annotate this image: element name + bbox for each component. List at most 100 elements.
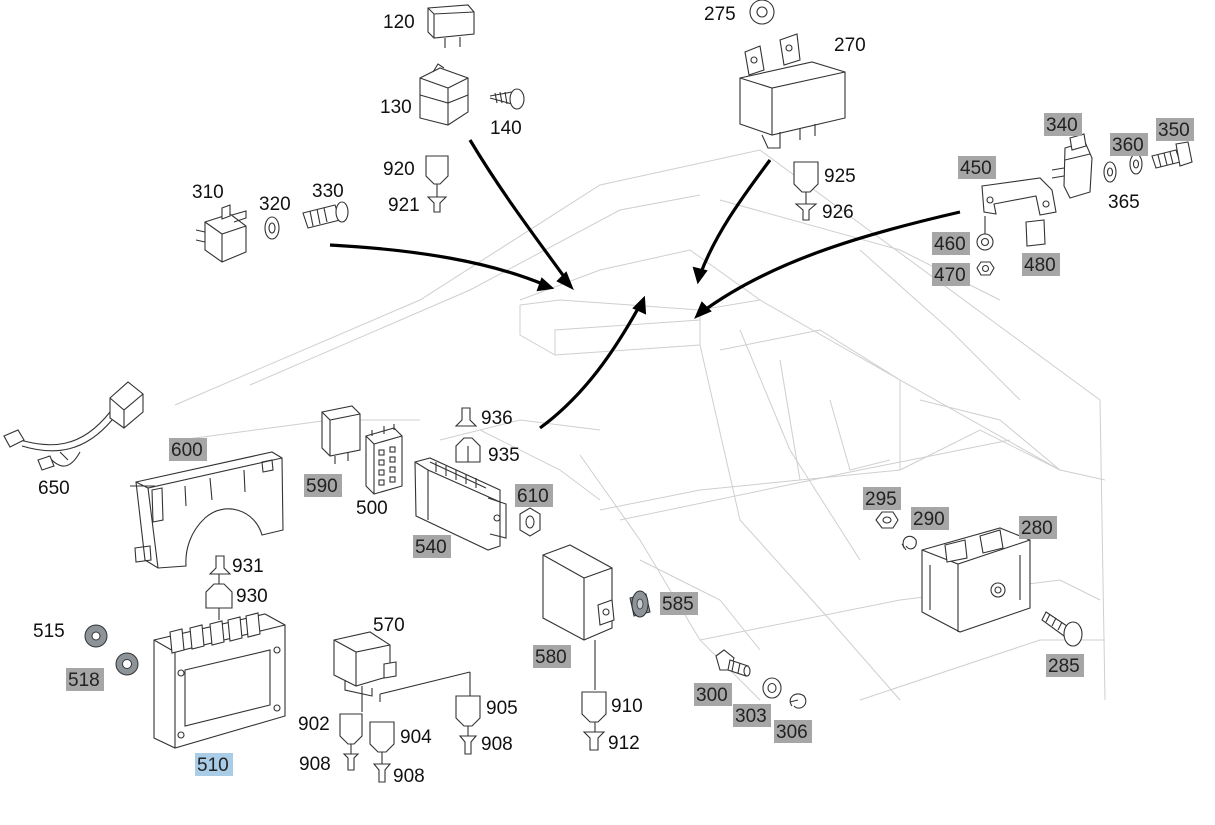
connector-930-drawing: [205, 583, 233, 620]
callout-285[interactable]: 285: [1046, 654, 1084, 677]
callout-280[interactable]: 280: [1019, 516, 1057, 539]
relay-socket-130-drawing: [419, 63, 469, 126]
callout-926[interactable]: 926: [822, 202, 854, 223]
callout-908b[interactable]: 908: [393, 766, 425, 787]
control-unit-580-drawing: [542, 544, 615, 690]
callout-label: 500: [356, 498, 388, 519]
relay-590-drawing: [321, 405, 361, 464]
callout-130[interactable]: 130: [380, 97, 412, 118]
callout-label: 130: [380, 97, 412, 118]
connector-936-drawing: [454, 407, 478, 427]
callout-518[interactable]: 518: [66, 668, 104, 691]
callout-highlight: [1019, 516, 1057, 539]
callout-140[interactable]: 140: [490, 118, 522, 139]
callout-470[interactable]: 470: [932, 263, 970, 286]
callout-306[interactable]: 306: [774, 720, 812, 743]
callout-902[interactable]: 902: [298, 714, 330, 735]
callout-365[interactable]: 365: [1108, 192, 1140, 213]
callout-931[interactable]: 931: [232, 556, 264, 577]
callout-460[interactable]: 460: [932, 232, 970, 255]
callout-295[interactable]: 295: [863, 487, 901, 510]
callout-360[interactable]: 360: [1110, 133, 1148, 156]
callout-label: 936: [481, 408, 513, 429]
callout-highlight: [1046, 654, 1084, 677]
callout-label: 350: [1158, 120, 1190, 141]
washer-275-drawing: [749, 0, 775, 25]
callout-908a[interactable]: 908: [299, 754, 331, 775]
relay-socket-500-drawing: [365, 424, 403, 495]
arrow-top-left: [468, 139, 574, 291]
callout-580[interactable]: 580: [533, 645, 571, 668]
callout-label: 330: [312, 181, 344, 202]
callout-570[interactable]: 570: [373, 615, 405, 636]
bracket-450-drawing: [981, 177, 1057, 216]
callout-350[interactable]: 350: [1156, 118, 1194, 141]
callout-921[interactable]: 921: [388, 195, 420, 216]
callout-515[interactable]: 515: [33, 621, 65, 642]
callout-label: 610: [517, 486, 549, 507]
callout-925[interactable]: 925: [824, 166, 856, 187]
callout-270[interactable]: 270: [834, 35, 866, 56]
callout-label: 908: [481, 734, 513, 755]
bolt-300-drawing: [715, 649, 751, 677]
washer-460-drawing: [976, 233, 994, 251]
callout-120[interactable]: 120: [383, 12, 415, 33]
callout-label: 120: [383, 12, 415, 33]
callout-label: 515: [33, 621, 65, 642]
callout-610[interactable]: 610: [515, 484, 553, 507]
callout-label: 320: [259, 194, 291, 215]
callout-930[interactable]: 930: [236, 586, 268, 607]
callout-label: 540: [415, 537, 447, 558]
callout-935[interactable]: 935: [488, 445, 520, 466]
callout-label: 310: [192, 182, 224, 203]
bolt-285-drawing: [1041, 611, 1083, 647]
callout-275[interactable]: 275: [704, 4, 736, 25]
callout-303[interactable]: 303: [733, 704, 771, 727]
callout-650[interactable]: 650: [38, 478, 70, 499]
callout-585[interactable]: 585: [660, 592, 698, 615]
callout-330[interactable]: 330: [312, 181, 344, 202]
callout-500[interactable]: 500: [356, 498, 388, 519]
callout-label: 908: [393, 766, 425, 787]
callout-510[interactable]: 510: [195, 753, 233, 776]
callout-highlight: [660, 592, 698, 615]
callout-480[interactable]: 480: [1022, 253, 1060, 276]
callout-320[interactable]: 320: [259, 194, 291, 215]
connector-921-drawing: [426, 196, 448, 213]
callout-highlight: [863, 487, 901, 510]
connector-905-drawing: [455, 695, 481, 727]
connector-931-drawing: [208, 555, 232, 575]
callout-290[interactable]: 290: [911, 507, 949, 530]
connector-920-drawing: [425, 155, 449, 185]
mount-280-drawing: [921, 527, 1031, 633]
callout-936[interactable]: 936: [481, 408, 513, 429]
callout-908c[interactable]: 908: [481, 734, 513, 755]
callout-highlight: [932, 263, 970, 286]
callout-340[interactable]: 340: [1044, 113, 1082, 136]
callout-540[interactable]: 540: [413, 535, 451, 558]
bolt-350-drawing: [1151, 141, 1193, 169]
callout-label: 908: [299, 754, 331, 775]
connector-912-drawing: [582, 731, 606, 751]
callout-310[interactable]: 310: [192, 182, 224, 203]
callout-600[interactable]: 600: [169, 438, 207, 461]
callout-label: 360: [1112, 135, 1144, 156]
callout-highlight: [733, 704, 771, 727]
callout-904[interactable]: 904: [400, 727, 432, 748]
callout-label: 905: [486, 698, 518, 719]
callout-590[interactable]: 590: [304, 474, 342, 497]
bolt-330-drawing: [302, 201, 349, 229]
connector-925-drawing: [793, 161, 819, 193]
nut-470-drawing: [976, 261, 995, 276]
callout-920[interactable]: 920: [383, 159, 415, 180]
callout-450[interactable]: 450: [958, 156, 996, 179]
callout-label: 910: [611, 696, 643, 717]
callout-912[interactable]: 912: [608, 733, 640, 754]
callout-905[interactable]: 905: [486, 698, 518, 719]
callout-label: 921: [388, 195, 420, 216]
callout-label: 930: [236, 586, 268, 607]
callout-highlight: [1022, 253, 1060, 276]
callout-910[interactable]: 910: [611, 696, 643, 717]
callout-300[interactable]: 300: [694, 683, 732, 706]
control-unit-510-drawing: [153, 612, 286, 749]
